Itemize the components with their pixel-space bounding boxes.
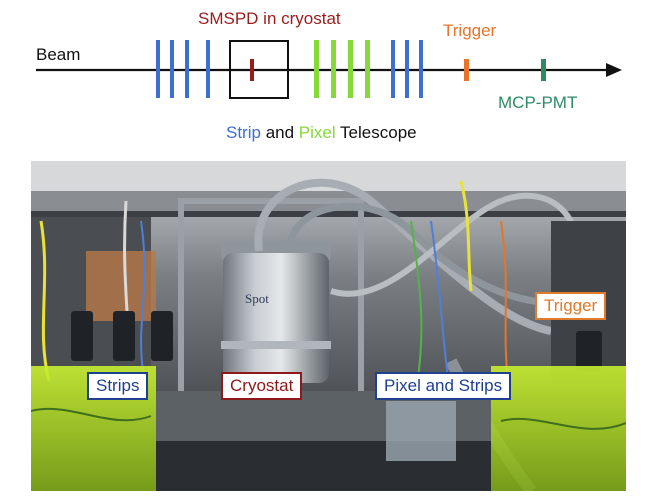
- caption-and: and: [261, 123, 299, 142]
- pixel-plane: [365, 40, 370, 98]
- cryostat-clamp: [221, 341, 331, 349]
- detector-holder: [576, 331, 602, 371]
- cable: [410, 220, 423, 392]
- caption-pixel: Pixel: [299, 123, 336, 142]
- pixel-plane: [348, 40, 353, 98]
- cryostat-brand: Spot: [245, 291, 269, 306]
- cable: [31, 407, 152, 422]
- caption-telescope: Telescope: [336, 123, 417, 142]
- strip-plane: [405, 40, 409, 98]
- caption-strip: Strip: [226, 123, 261, 142]
- telescope-caption: Strip and Pixel Telescope: [226, 123, 417, 142]
- detector-holder: [151, 311, 173, 361]
- strip-plane: [391, 40, 395, 98]
- rail-shadow: [31, 211, 626, 217]
- cable: [500, 417, 626, 430]
- wood-panel: [86, 251, 156, 321]
- strip-plane: [185, 40, 189, 98]
- trigger-label: Trigger: [443, 21, 497, 40]
- detector-holder: [113, 311, 135, 361]
- detector-holder: [71, 311, 93, 361]
- strip-plane: [156, 40, 160, 98]
- trigger-photo-label: Trigger: [535, 292, 607, 320]
- strip-plane: [170, 40, 174, 98]
- beam-line-schematic: Beam SMSPD in cryostat Trigger MCP-PMT S…: [36, 9, 622, 142]
- mcp-label: MCP-PMT: [498, 93, 577, 112]
- cable: [39, 220, 51, 382]
- beam-label: Beam: [36, 45, 80, 64]
- mcp-marker: [541, 59, 546, 81]
- setup-photo: Spot Strips Cryostat Pixel and Strips Tr…: [31, 161, 626, 491]
- smspd-label: SMSPD in cryostat: [198, 9, 341, 28]
- setup-photo-drawing: Spot: [31, 161, 626, 491]
- pixel-plane: [314, 40, 319, 98]
- pixel-strips-label: Pixel and Strips: [375, 372, 512, 400]
- pixel-box: [386, 401, 456, 461]
- strip-plane: [419, 40, 423, 98]
- cable: [459, 180, 473, 292]
- trigger-marker: [464, 59, 469, 81]
- cable: [140, 220, 146, 372]
- cryostat-label: Cryostat: [221, 372, 303, 400]
- cryostat-box: [229, 40, 289, 99]
- strip-plane: [206, 40, 210, 98]
- pixel-plane: [331, 40, 336, 98]
- smspd-marker: [250, 59, 254, 81]
- beam-arrowhead: [606, 63, 622, 77]
- strips-label: Strips: [87, 372, 149, 400]
- cryostat-body: [223, 253, 329, 383]
